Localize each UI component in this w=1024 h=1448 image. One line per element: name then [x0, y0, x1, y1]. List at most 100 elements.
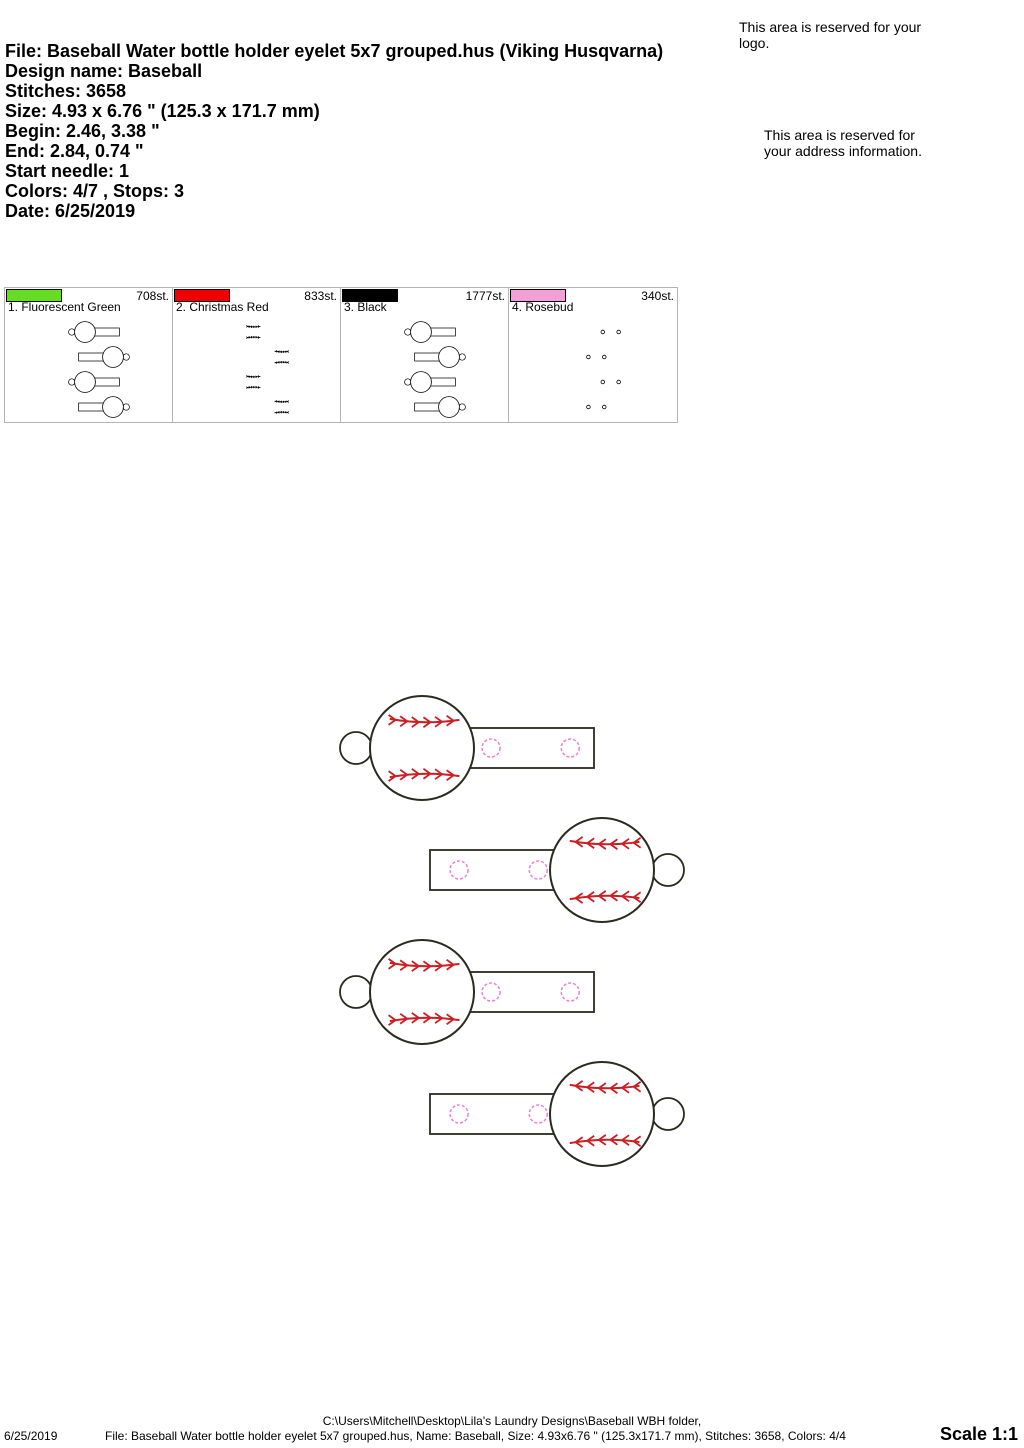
thumbnail-piece — [246, 325, 261, 339]
logo-reserved-text: This area is reserved for your logo. — [739, 19, 922, 51]
color-swatch — [510, 289, 566, 302]
eyelet-circle — [600, 379, 606, 385]
seam-stitch — [277, 400, 280, 403]
seam-stitch — [411, 768, 421, 780]
ball-outline — [102, 346, 124, 368]
seam-stitch — [282, 400, 285, 404]
seam-stitch — [275, 400, 278, 403]
seam-stitch — [246, 375, 249, 378]
eyelet-circle — [616, 329, 621, 335]
tab-outline — [339, 731, 373, 765]
seam-stitch — [250, 325, 253, 329]
seam-stitch — [255, 385, 258, 389]
tab-outline — [651, 853, 685, 887]
seam-stitch — [434, 768, 444, 780]
seam-stitch — [255, 375, 258, 379]
seam-stitch — [282, 410, 285, 414]
seam-stitch — [422, 768, 432, 780]
seam-stitch — [585, 837, 595, 850]
color-cell-4: 340st. 4. Rosebud — [509, 288, 677, 422]
eyelet-circle — [560, 738, 580, 758]
info-begin: Begin: 2.46, 3.38 " — [5, 121, 160, 141]
thumbnail-piece — [78, 396, 130, 418]
seam-stitch — [632, 1135, 642, 1148]
color-thumbnail — [404, 321, 466, 418]
water-bottle-holder-piece — [339, 939, 595, 1045]
seam-stitch — [277, 411, 280, 414]
thumbnail-piece — [414, 396, 466, 418]
ball-outline — [438, 396, 460, 418]
seam-stitch — [250, 335, 253, 339]
seam-stitch — [246, 325, 249, 328]
thumbnail-piece — [586, 404, 607, 410]
seam-stitch — [275, 350, 278, 353]
seam-stitch — [574, 1136, 584, 1148]
seam-stitch — [286, 361, 289, 364]
color-swatch — [174, 289, 230, 302]
info-start-needle: Start needle: 1 — [5, 161, 130, 181]
ball-outline — [410, 321, 432, 343]
color-name: 2. Christmas Red — [176, 300, 269, 314]
eyelet-circle — [600, 329, 606, 335]
thumbnail-piece — [600, 379, 621, 385]
seam-stitch — [246, 336, 249, 339]
seam-stitch — [632, 891, 642, 904]
seam-stitch — [411, 716, 421, 728]
eyelet-circle — [602, 354, 607, 360]
color-name: 3. Black — [344, 300, 387, 314]
seam-stitch — [608, 838, 618, 850]
thumbnail-piece — [404, 321, 456, 343]
seam-stitch — [585, 1081, 595, 1094]
seam-stitch — [277, 361, 280, 364]
seam-stitch — [253, 325, 256, 329]
seam-stitch — [250, 375, 253, 379]
seam-stitch — [253, 385, 256, 389]
seam-stitch — [282, 350, 285, 354]
thumbnail-piece — [414, 346, 466, 368]
seam-stitch — [422, 716, 432, 728]
strap-outline — [429, 849, 563, 891]
thumbnail-piece — [600, 329, 621, 335]
ball-outline — [74, 321, 96, 343]
ball-outline — [438, 346, 460, 368]
seam-stitch — [255, 335, 258, 339]
thumbnail-piece — [246, 375, 261, 389]
address-reserved-text: This area is reserved for your address i… — [764, 127, 922, 159]
seam-stitch — [446, 714, 456, 727]
seam-stitch — [411, 960, 421, 972]
eyelet-circle — [616, 379, 621, 385]
seam-stitch — [399, 768, 409, 781]
seam-stitch — [574, 892, 584, 904]
tab-outline — [651, 1097, 685, 1131]
seam-stitch — [434, 1012, 444, 1024]
footer-file-info: File: Baseball Water bottle holder eyele… — [105, 1429, 846, 1443]
seam-stitch — [257, 386, 260, 389]
seam-stitch — [411, 1012, 421, 1024]
seam-stitch — [446, 769, 456, 782]
strap-outline — [461, 727, 595, 769]
color-cell-3: 1777st. 3. Black — [341, 288, 509, 422]
eyelet-circle — [528, 860, 548, 880]
seam-stitch — [279, 350, 282, 354]
seam-stitch — [620, 890, 630, 902]
info-file: File: Baseball Water bottle holder eyele… — [5, 41, 664, 61]
thumbnail-piece — [78, 346, 130, 368]
seam-stitch — [257, 375, 260, 378]
color-swatch — [6, 289, 62, 302]
seam-stitch — [248, 386, 251, 389]
seam-stitch — [277, 350, 280, 353]
ball-outline — [369, 695, 475, 801]
seam-stitch — [574, 836, 584, 848]
seam-stitch — [246, 386, 249, 389]
water-bottle-holder-piece — [429, 1061, 685, 1167]
seam-stitch — [279, 360, 282, 364]
eyelet-circle — [586, 404, 591, 410]
seam-stitch — [422, 1011, 432, 1024]
eyelet-circle — [586, 354, 591, 360]
color-thumbnail — [246, 325, 289, 414]
seam-stitch — [632, 836, 642, 849]
stitch-count: 708st. — [136, 289, 169, 303]
color-thumbnail — [68, 321, 130, 418]
seam-stitch — [574, 1080, 584, 1092]
seam-stitch — [422, 960, 432, 972]
